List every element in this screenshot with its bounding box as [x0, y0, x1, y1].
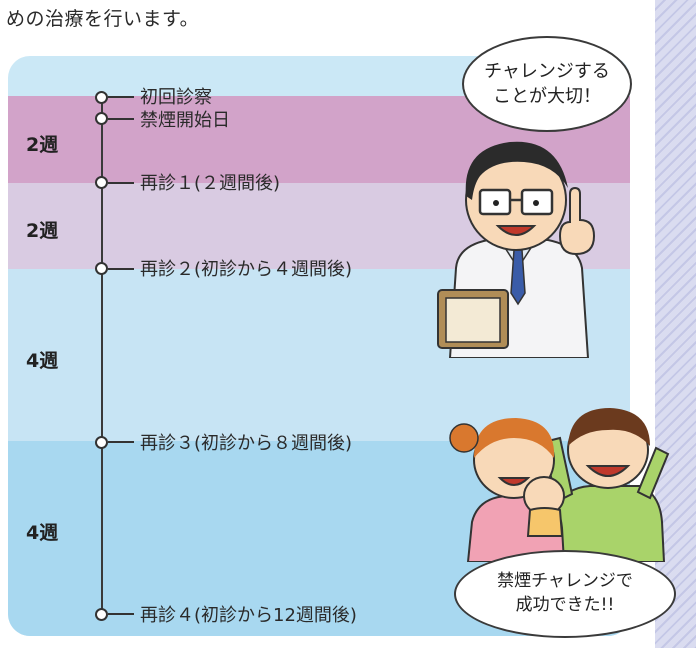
family-bubble-line2: 成功できた!! — [515, 595, 615, 615]
timeline-tick — [108, 441, 134, 443]
timeline-node — [95, 436, 108, 449]
timeline-node — [95, 262, 108, 275]
doctor-bubble-line2: ことが大切！ — [492, 86, 601, 107]
timeline-node — [95, 112, 108, 125]
intro-text: めの治療を行います。 — [6, 8, 200, 30]
timeline-line — [101, 96, 103, 617]
event-label-quit-date: 禁煙開始日 — [140, 110, 230, 131]
event-label-revisit-1: 再診１(２週間後) — [140, 173, 281, 194]
timeline-node — [95, 91, 108, 104]
event-label-first-visit: 初回診察 — [140, 87, 212, 108]
timeline-node — [95, 176, 108, 189]
week-label-1: 2週 — [26, 134, 59, 156]
family-bubble-line1: 禁煙チャレンジで — [497, 571, 633, 592]
event-label-revisit-4: 再診４(初診から12週間後) — [140, 605, 357, 626]
family-speech-bubble: 禁煙チャレンジで 成功できた!! — [454, 550, 676, 638]
timeline-tick — [108, 96, 134, 98]
timeline-tick — [108, 182, 134, 184]
event-label-revisit-2: 再診２(初診から４週間後) — [140, 259, 353, 280]
doctor-speech-bubble: チャレンジする ことが大切！ — [462, 36, 632, 132]
week-label-4: 4週 — [26, 522, 59, 544]
doctor-bubble-line1: チャレンジする — [484, 60, 610, 82]
timeline-tick — [108, 268, 134, 270]
timeline-tick — [108, 118, 134, 120]
doctor-illustration — [437, 141, 596, 358]
week-label-3: 4週 — [26, 350, 59, 372]
timeline-tick — [108, 613, 134, 615]
event-label-revisit-3: 再診３(初診から８週間後) — [140, 433, 353, 454]
family-illustration — [449, 408, 670, 562]
week-label-2: 2週 — [26, 220, 59, 242]
timeline-node — [95, 608, 108, 621]
